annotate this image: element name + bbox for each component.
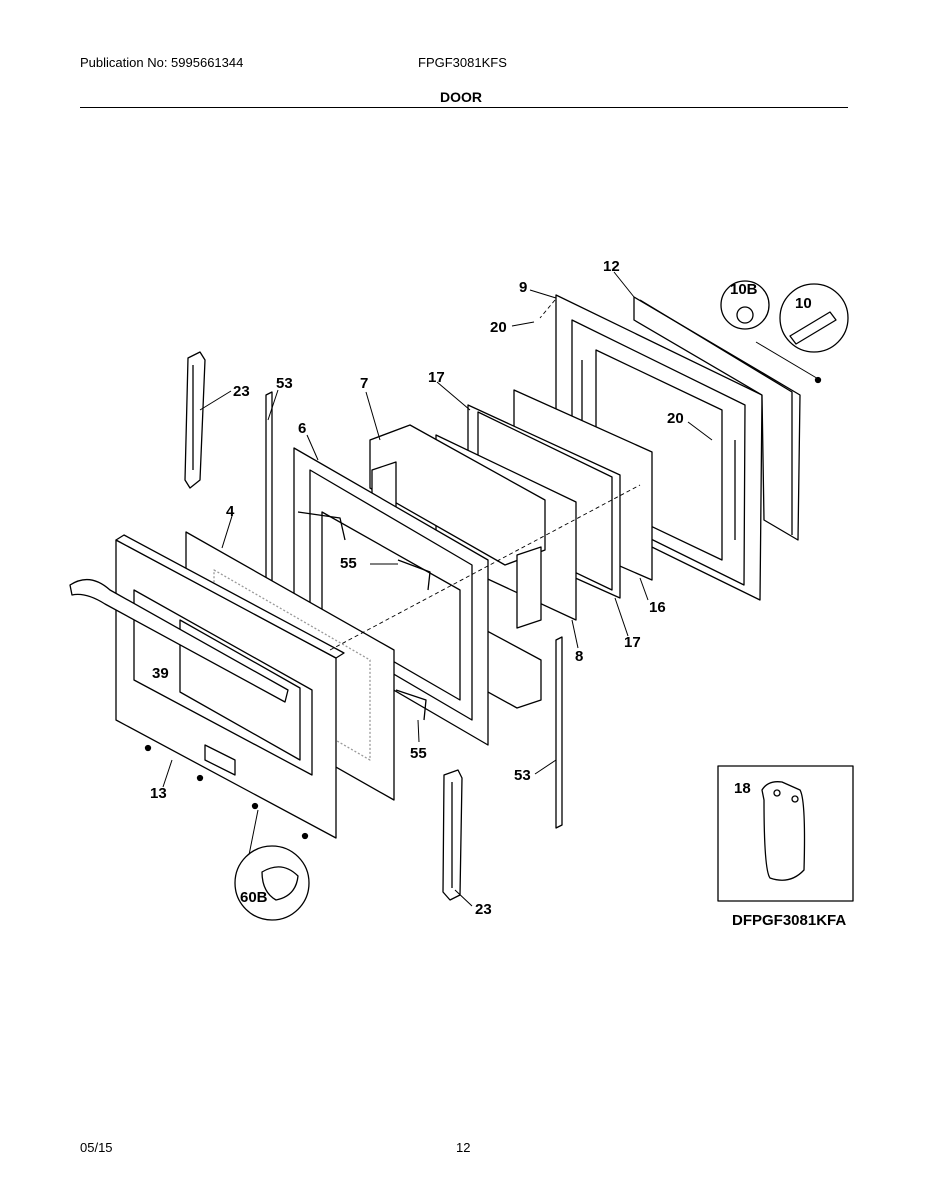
callout-9: 9 [519,279,527,296]
callout-55-lower: 55 [410,745,427,762]
part-door-handle [69,578,289,703]
part-hinge-lower [442,769,463,901]
section-title: DOOR [440,89,482,105]
callout-20-left: 20 [490,319,507,336]
screws [144,376,822,840]
callout-13: 13 [150,785,167,802]
callout-20-right: 20 [667,410,684,427]
model-number: FPGF3081KFS [418,55,507,70]
callout-18: 18 [734,780,751,797]
header-divider [80,107,848,108]
callout-17-lower: 17 [624,634,641,651]
callout-53-upper: 53 [276,375,293,392]
leader-lines [162,271,821,907]
callout-10: 10 [795,295,812,312]
diagram-code: DFPGF3081KFA [732,912,846,929]
callout-39: 39 [152,665,169,682]
part-bracket-upper [297,511,346,541]
footer-date: 05/15 [80,1140,113,1155]
part-door-gasket [633,296,801,541]
part-bracket-lower [395,689,427,721]
detail-10b-circle [720,280,770,330]
callout-7: 7 [360,375,368,392]
callout-12: 12 [603,258,620,275]
callout-16: 16 [649,599,666,616]
callout-17-upper: 17 [428,369,445,386]
callout-55-upper: 55 [340,555,357,572]
callout-4: 4 [226,503,235,520]
publication-number: Publication No: 5995661344 [80,55,244,70]
part-hinge-upper [184,351,206,489]
footer-page-number: 12 [456,1140,471,1155]
detail-10-circle [779,283,849,353]
assembly-lines [329,299,641,651]
inset-box-part-18 [717,765,854,902]
callout-23-lower: 23 [475,901,492,918]
part-channel-left [265,391,273,594]
part-outer-door-panel [115,534,345,839]
part-bracket-middle [397,559,431,591]
callout-53-lower: 53 [514,767,531,784]
part-hinge-receptacle [761,781,806,881]
callout-6: 6 [298,420,306,437]
callout-10b: 10B [730,281,758,298]
part-inner-door-panel [293,447,489,746]
part-channel-right [555,636,563,829]
callout-60b: 60B [240,889,268,906]
callout-23-upper: 23 [233,383,250,400]
callout-8: 8 [575,648,583,665]
